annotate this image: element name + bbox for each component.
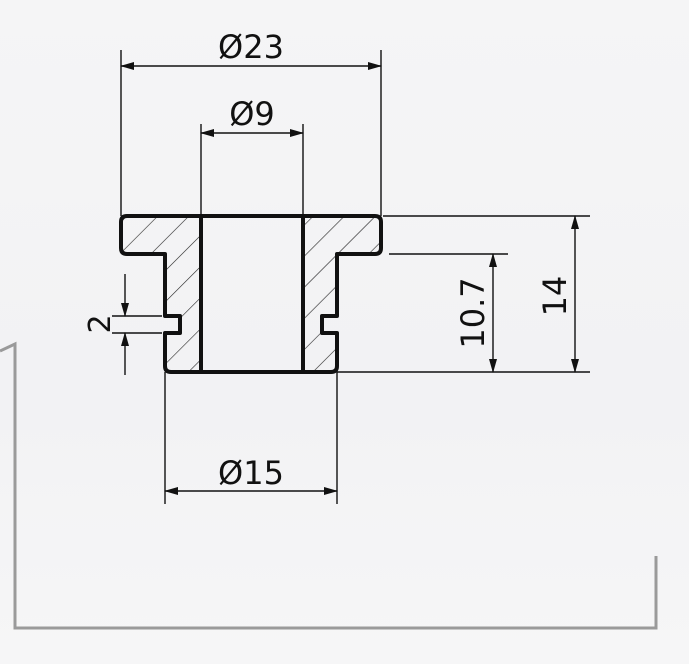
extension-lines — [112, 50, 590, 504]
outer-diameter-label: Ø23 — [218, 28, 284, 66]
body-diameter-label: Ø15 — [218, 454, 284, 492]
left-section — [119, 214, 203, 374]
inner-diameter-label: Ø9 — [229, 95, 275, 133]
groove-width-label: 2 — [83, 314, 118, 333]
bore-edges — [201, 214, 303, 374]
total-height-label: 14 — [536, 276, 574, 317]
dimension-lines — [120, 62, 579, 495]
body-height-label: 10.7 — [454, 277, 492, 348]
right-section — [301, 214, 383, 374]
sheet-frame — [0, 341, 658, 630]
